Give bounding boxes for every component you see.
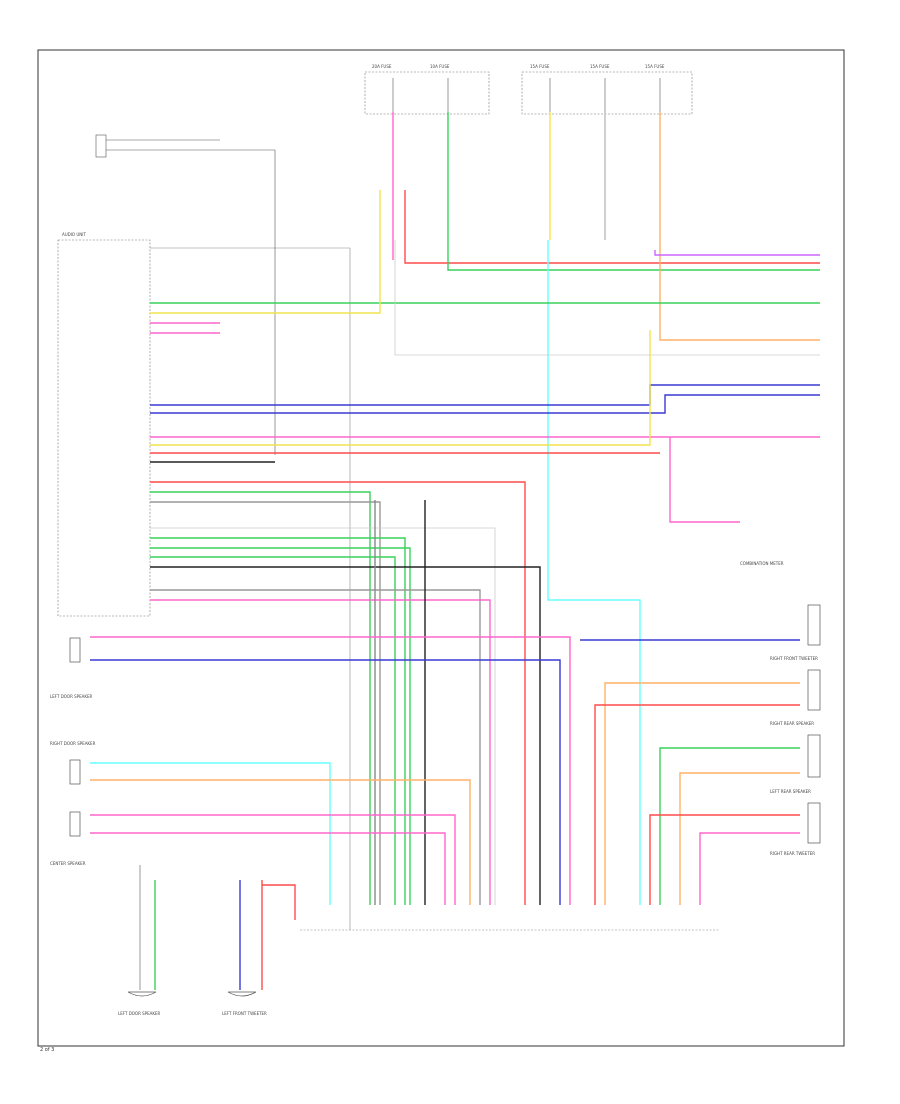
right-rear-tweeter-label: RIGHT REAR TWEETER [770,851,815,856]
wire-green-4 [150,537,406,905]
fuse-c-label: 15A FUSE [530,64,550,69]
right-door-speaker-label: RIGHT DOOR SPEAKER [50,741,96,746]
wire-group [90,112,820,990]
wire-cyan-door [90,762,331,905]
wire-tan-door [90,779,471,905]
fuse-block-right: 15A FUSE 15A FUSE 15A FUSE [521,64,693,115]
page-number: 2 of 3 [40,1047,54,1053]
wire-red-drop [404,190,820,264]
left-front-tweeter-label: LEFT FRONT TWEETER [222,1011,267,1016]
right-front-tweeter-label: RIGHT FRONT TWEETER [770,656,818,661]
wire-orange-run [659,250,820,341]
wire-red-3 [150,481,526,905]
wire-black-2 [150,566,541,905]
audio-unit-title: AUDIO UNIT [62,232,86,237]
wire-green-3 [150,491,371,905]
wire-green-5 [150,547,411,905]
center-speaker-label: CENTER SPEAKER [50,861,86,866]
wire-red-lf2 [262,884,296,920]
wire-pink-tweeter [90,636,571,905]
wire-gray-4 [150,589,481,905]
left-door-speaker-label: LEFT DOOR SPEAKER [50,694,92,699]
wire-orange-rr [604,682,800,905]
wire-lightgreen [150,527,496,905]
wire-gray-mid [394,240,820,356]
left-door-speaker-bottom-label: LEFT DOOR SPEAKER [118,1011,160,1016]
wire-gray-3 [150,501,381,905]
fuse-b-label: 10A FUSE [430,64,450,69]
top-left-connector [95,134,276,455]
audio-unit-box: AUDIO UNIT [57,232,351,930]
fuse-block-left: 20A FUSE 10A FUSE [364,64,490,115]
fuse-a-label: 20A FUSE [372,64,392,69]
wire-red-lr [649,814,800,905]
wire-yellow-top [150,190,381,314]
wire-pink-lr [699,832,800,905]
wire-blue-2 [150,394,820,414]
wire-tan-rt [679,772,800,905]
combination-meter-label: COMBINATION METER [740,561,784,566]
wire-magenta-meter [669,437,740,523]
speaker-symbols [69,604,821,997]
wire-magenta-center [90,832,446,905]
diagram-frame [37,49,845,1047]
wire-yellow-2 [150,330,651,446]
wire-red-rr [594,704,800,905]
wire-green-rt [659,747,800,905]
wire-purple-drop [654,250,820,256]
wire-blue-tweeter [90,659,561,905]
left-rear-speaker-label: LEFT REAR SPEAKER [770,789,811,794]
right-rear-speaker-label: RIGHT REAR SPEAKER [770,721,814,726]
fuse-e-label: 15A FUSE [645,64,665,69]
fuse-d-label: 15A FUSE [590,64,610,69]
wire-green-6 [150,556,396,905]
wire-pink-center [90,814,456,905]
wire-cyan-drop [547,240,641,905]
wire-green-drop [447,112,820,271]
wire-magenta-4 [150,599,491,905]
